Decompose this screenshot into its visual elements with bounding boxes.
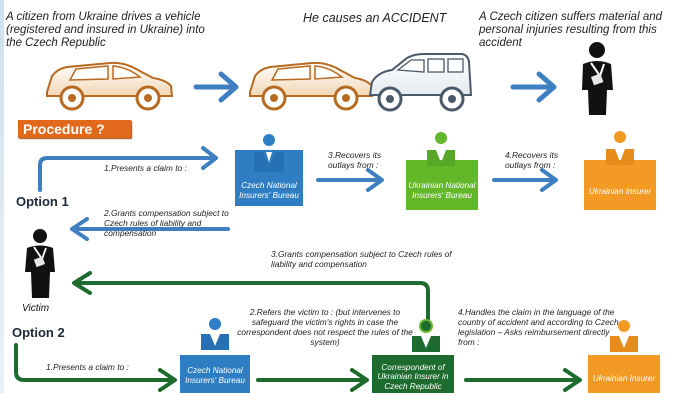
option1-recover-arrow-1 — [316, 168, 384, 192]
ukrainian-bureau-figure — [406, 132, 478, 210]
option2-claim-arrow — [14, 343, 177, 392]
ukrainian-bureau-box: Ukrainian National Insurers' Bureau — [406, 166, 478, 210]
option2-step4-text: 4.Handles the claim in the language of t… — [458, 307, 619, 347]
ukrainian-insurer-figure-1 — [584, 131, 656, 210]
arrow-accident-to-victim — [510, 71, 557, 103]
czech-citizen-icon — [582, 42, 613, 115]
correspondent-box: Correspondent of Ukrainian Insurer in Cz… — [372, 355, 454, 393]
czech-bureau-box-2-label: Czech National Insurers' Bureau — [185, 366, 245, 385]
option2-step2-text: 2.Refers the victim to : (but intervenes… — [237, 307, 413, 347]
option1-label: Option 1 — [16, 194, 69, 209]
option2-step1-text: 1.Presents a claim to : — [46, 362, 129, 372]
option2-compensation-arrow — [72, 271, 430, 322]
ukrainian-insurer-box-1-label: Ukrainian Insurer — [588, 186, 652, 196]
option1-recover-arrow-2 — [492, 168, 558, 192]
ukrainian-insurer-box-2: Ukrainian Insurer — [588, 355, 660, 393]
accident-car-icon — [249, 61, 373, 111]
option1-step4-text: 4.Recovers its outlays from : — [505, 150, 559, 170]
czech-bureau-figure-1 — [235, 134, 303, 206]
option1-step1-text: 1.Presents a claim to : — [104, 163, 187, 173]
czech-bureau-figure-2 — [180, 318, 250, 393]
ukrainian-car-icon — [46, 61, 174, 111]
arrow-car-to-accident — [193, 71, 239, 103]
top-right-text: A Czech citizen suffers material and per… — [479, 11, 663, 49]
option1-step2-text: 2.Grants compensation subject to Czech r… — [104, 208, 229, 238]
option2-label: Option 2 — [12, 325, 65, 340]
czech-bureau-box-1-label: Czech National Insurers' Bureau — [239, 181, 299, 200]
victim-icon — [25, 229, 55, 298]
top-left-text: A citizen from Ukraine drives a vehicle … — [6, 11, 205, 49]
option2-reimburse-arrow — [464, 368, 582, 392]
correspondent-figure — [372, 319, 454, 393]
czech-bureau-box-2: Czech National Insurers' Bureau — [180, 355, 250, 393]
top-middle-text: He causes an ACCIDENT — [303, 11, 447, 25]
option2-refer-arrow — [256, 368, 369, 392]
ukrainian-insurer-box-2-label: Ukrainian Insurer — [592, 373, 656, 383]
czech-bureau-box-1: Czech National Insurers' Bureau — [235, 172, 303, 206]
czech-van-icon — [368, 53, 473, 112]
ukrainian-bureau-box-label: Ukrainian National Insurers' Bureau — [408, 181, 476, 200]
correspondent-box-label: Correspondent of Ukrainian Insurer in Cz… — [377, 362, 449, 391]
middle-step3-text: 3.Grants compensation subject to Czech r… — [271, 249, 452, 269]
left-accent-bar — [0, 0, 4, 393]
option1-claim-arrow — [38, 146, 218, 192]
option1-step3-text: 3.Recovers its outlays from : — [328, 150, 382, 170]
procedure-label: Procedure ? — [18, 120, 131, 138]
ukrainian-insurer-figure-2 — [588, 320, 660, 393]
option1-compensation-arrow — [70, 217, 230, 241]
ukrainian-insurer-box-1: Ukrainian Insurer — [584, 166, 656, 210]
victim-label: Victim — [22, 303, 50, 314]
